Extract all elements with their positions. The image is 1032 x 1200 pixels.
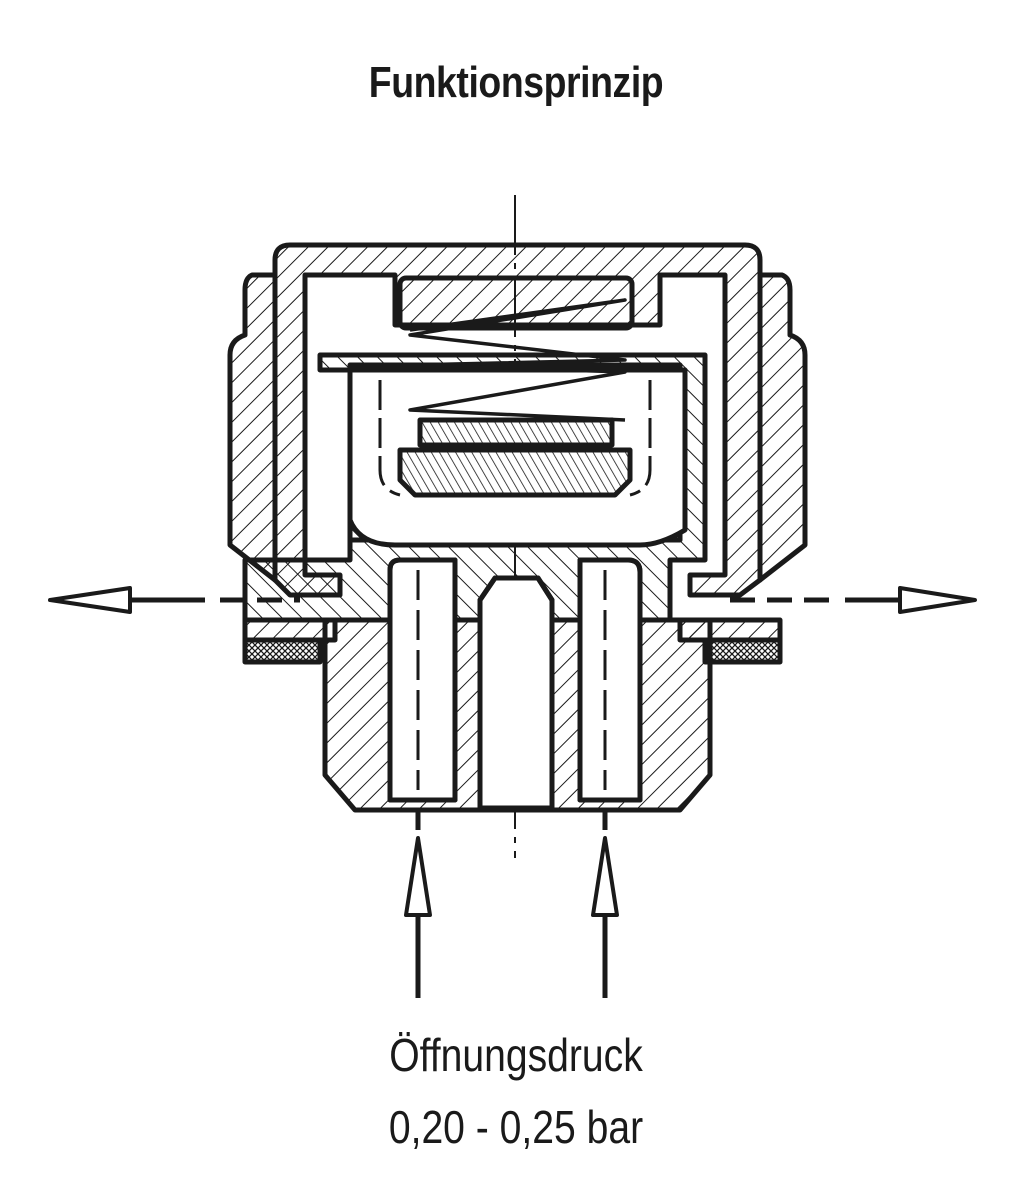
diagram-title: Funktionsprinzip — [368, 58, 664, 107]
arrow-right-outlet — [898, 586, 977, 614]
seal-left — [242, 637, 323, 665]
spring — [408, 298, 627, 422]
grip-right — [757, 272, 808, 583]
valve-plate — [417, 417, 615, 448]
arrow-inlet-right — [591, 836, 619, 917]
grip-left — [227, 272, 278, 583]
opening-pressure-value: 0,20 - 0,25 bar — [388, 1101, 644, 1153]
arrow-left-outlet — [48, 586, 132, 614]
arrow-inlet-left — [404, 836, 432, 917]
opening-pressure-label: Öffnungsdruck — [389, 1029, 643, 1081]
seal-right — [702, 637, 783, 665]
valve-disc — [397, 447, 633, 498]
